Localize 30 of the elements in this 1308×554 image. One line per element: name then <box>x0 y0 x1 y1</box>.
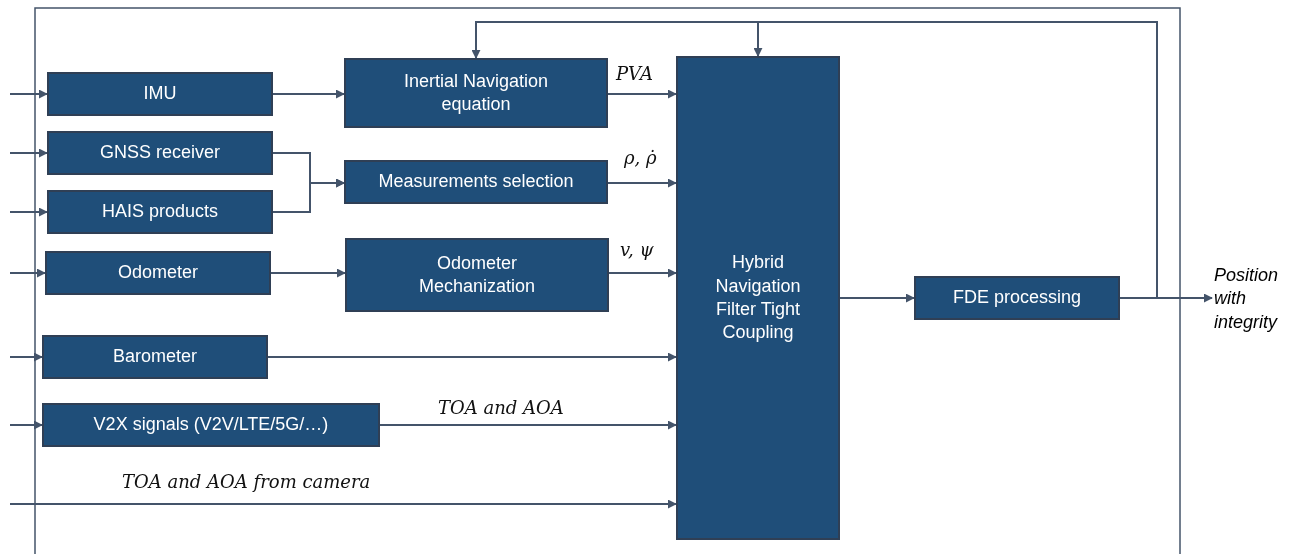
arrow <box>608 268 677 278</box>
arrow <box>9 268 46 278</box>
arrow <box>270 268 346 278</box>
arrow <box>607 89 677 99</box>
process-box: Hybrid Navigation Filter Tight Coupling <box>676 56 840 540</box>
arrow <box>272 178 345 213</box>
arrow <box>267 352 677 362</box>
process-box: Odometer Mechanization <box>345 238 609 312</box>
process-box: Measurements selection <box>344 160 608 204</box>
process-box: FDE processing <box>914 276 1120 320</box>
arrow <box>9 352 43 362</box>
arrow <box>9 420 43 430</box>
process-box: GNSS receiver <box>47 131 273 175</box>
arrow <box>607 178 677 188</box>
edge-label: ρ, ρ̇ <box>622 148 659 168</box>
process-box: Inertial Navigation equation <box>344 58 608 128</box>
arrow <box>9 148 48 158</box>
arrow <box>9 499 677 509</box>
output-label: Position with integrity <box>1214 262 1304 336</box>
process-box: HAIS products <box>47 190 273 234</box>
process-box: V2X signals (V2V/LTE/5G/…) <box>42 403 380 447</box>
process-box: IMU <box>47 72 273 116</box>
arrow <box>379 420 677 430</box>
process-box: Odometer <box>45 251 271 295</box>
arrow <box>839 293 915 303</box>
arrow <box>9 89 48 99</box>
arrow <box>9 207 48 217</box>
process-box: Barometer <box>42 335 268 379</box>
arrow <box>272 89 345 99</box>
arrow <box>753 21 1158 299</box>
